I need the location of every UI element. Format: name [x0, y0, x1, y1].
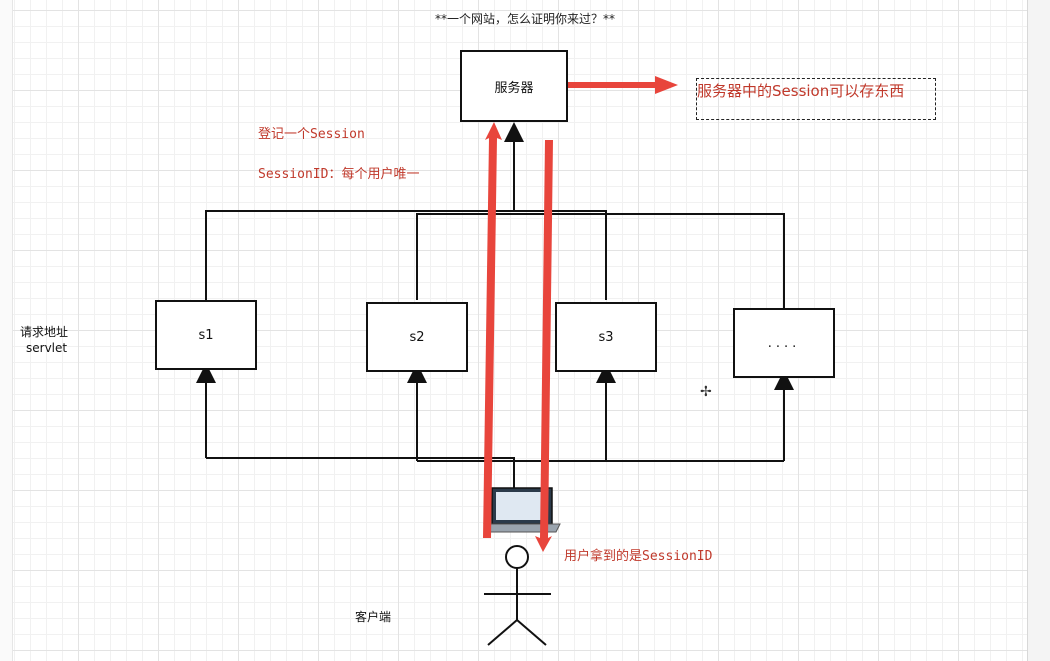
red-arrow-down: [535, 140, 553, 552]
server-box[interactable]: 服务器: [460, 50, 568, 122]
side-label-servlet: servlet: [26, 341, 68, 355]
red-arrows: [483, 76, 678, 552]
bus-s2-dots: [416, 213, 785, 308]
node-s3[interactable]: s3: [555, 302, 657, 372]
scrollbar-area[interactable]: [1027, 0, 1050, 661]
node-s3-label: s3: [598, 329, 614, 345]
server-label: 服务器: [494, 80, 534, 96]
note-text: 服务器中的Session可以存东西: [697, 82, 905, 100]
bus-client-s1: [206, 457, 515, 488]
node-s1-label: s1: [198, 327, 214, 343]
cursor-icon: ✢: [700, 384, 712, 400]
red-arrow-up: [483, 122, 502, 538]
diagram-title: **一个网站，怎么证明你来过？**: [434, 12, 615, 26]
canvas-left-edge: [0, 0, 13, 661]
user-gets-sessionid-text: 用户拿到的是SessionID: [564, 549, 713, 564]
side-label-request: 请求地址: [20, 325, 69, 339]
node-more[interactable]: ....: [733, 308, 835, 378]
sessionid-text: SessionID：每个用户唯一: [258, 167, 420, 182]
laptop-icon: [483, 487, 561, 533]
node-more-label: ....: [767, 335, 801, 351]
node-s1[interactable]: s1: [155, 300, 257, 370]
node-s2[interactable]: s2: [366, 302, 468, 372]
note-box[interactable]: [696, 78, 936, 120]
stick-figure-icon: [484, 545, 551, 646]
register-session-text: 登记一个Session: [258, 127, 365, 142]
client-label: 客户端: [355, 610, 392, 624]
node-s2-label: s2: [409, 329, 425, 345]
red-arrow-right: [548, 76, 678, 94]
bus-s1-s3: [205, 210, 607, 300]
